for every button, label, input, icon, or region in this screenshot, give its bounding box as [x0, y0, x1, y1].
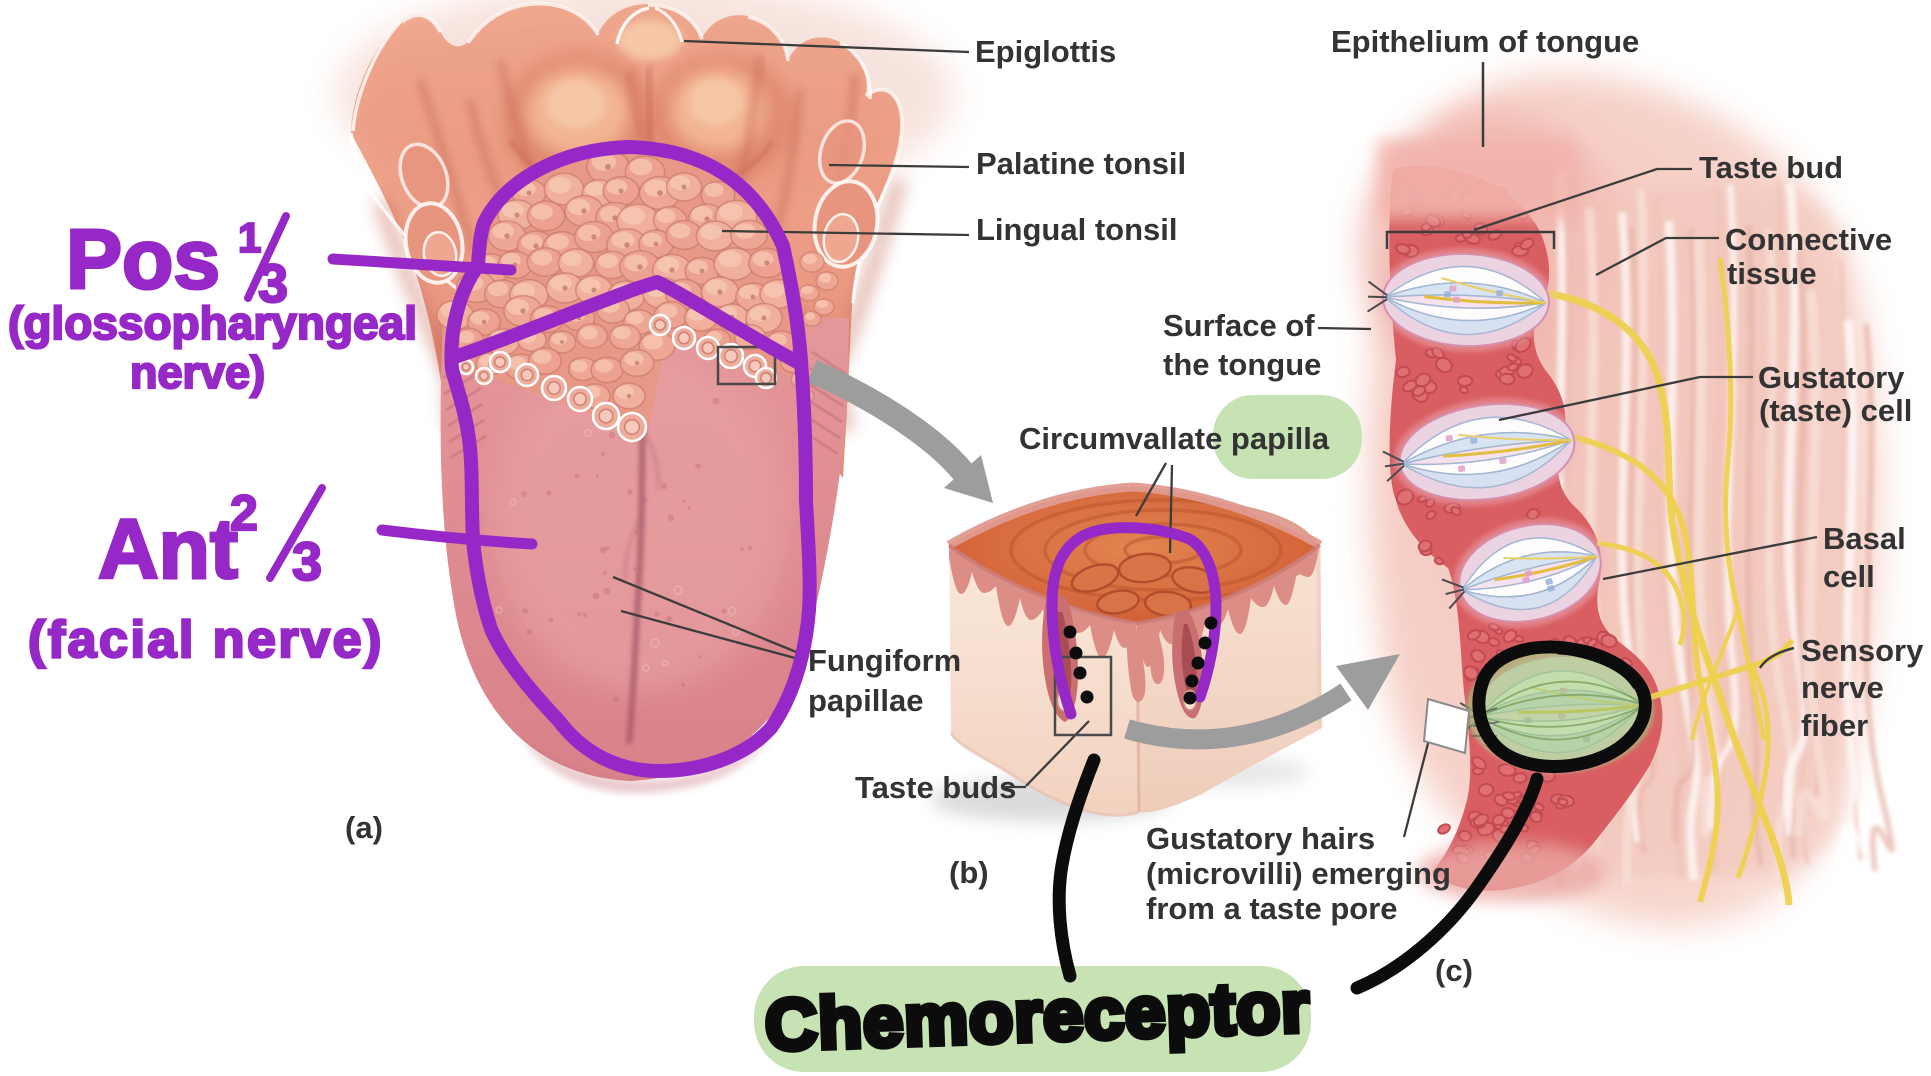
svg-text:Connective: Connective: [1725, 222, 1892, 257]
svg-text:Epiglottis: Epiglottis: [975, 34, 1116, 69]
svg-text:Taste bud: Taste bud: [1699, 150, 1843, 185]
svg-text:(a): (a): [345, 810, 383, 845]
svg-text:1: 1: [238, 214, 261, 261]
svg-text:nerve: nerve: [1801, 670, 1884, 705]
svg-text:nerve): nerve): [130, 347, 265, 398]
svg-text:Chemoreceptor: Chemoreceptor: [764, 967, 1312, 1066]
svg-text:Epithelium of tongue: Epithelium of tongue: [1331, 24, 1639, 59]
svg-text:(b): (b): [949, 855, 989, 890]
svg-text:Basal: Basal: [1823, 521, 1906, 556]
svg-text:Gustatory: Gustatory: [1758, 360, 1905, 395]
svg-text:tissue: tissue: [1727, 256, 1817, 291]
svg-text:fiber: fiber: [1801, 708, 1868, 743]
svg-text:Lingual tonsil: Lingual tonsil: [976, 212, 1178, 247]
svg-text:Pos: Pos: [66, 212, 220, 306]
svg-text:(taste) cell: (taste) cell: [1759, 393, 1912, 428]
svg-text:Circumvallate papilla: Circumvallate papilla: [1019, 421, 1330, 456]
svg-text:the tongue: the tongue: [1163, 347, 1321, 382]
svg-text:Surface of: Surface of: [1163, 308, 1315, 343]
svg-text:Taste buds: Taste buds: [855, 770, 1016, 805]
svg-text:(facial nerve): (facial nerve): [28, 611, 384, 669]
svg-text:(glossopharyngeal: (glossopharyngeal: [8, 297, 417, 349]
svg-text:3: 3: [292, 532, 322, 592]
svg-text:3: 3: [258, 254, 288, 314]
svg-text:Fungiform: Fungiform: [808, 643, 961, 678]
svg-text:Palatine tonsil: Palatine tonsil: [976, 146, 1186, 181]
svg-text:(c): (c): [1435, 953, 1473, 988]
svg-text:(microvilli) emerging: (microvilli) emerging: [1146, 856, 1451, 891]
svg-text:from a taste pore: from a taste pore: [1146, 891, 1398, 926]
svg-text:Gustatory hairs: Gustatory hairs: [1146, 821, 1375, 856]
svg-text:papillae: papillae: [808, 683, 923, 718]
svg-text:Sensory: Sensory: [1801, 633, 1924, 668]
svg-text:cell: cell: [1823, 559, 1875, 594]
svg-text:2: 2: [230, 485, 258, 541]
svg-text:Ant: Ant: [98, 502, 238, 596]
